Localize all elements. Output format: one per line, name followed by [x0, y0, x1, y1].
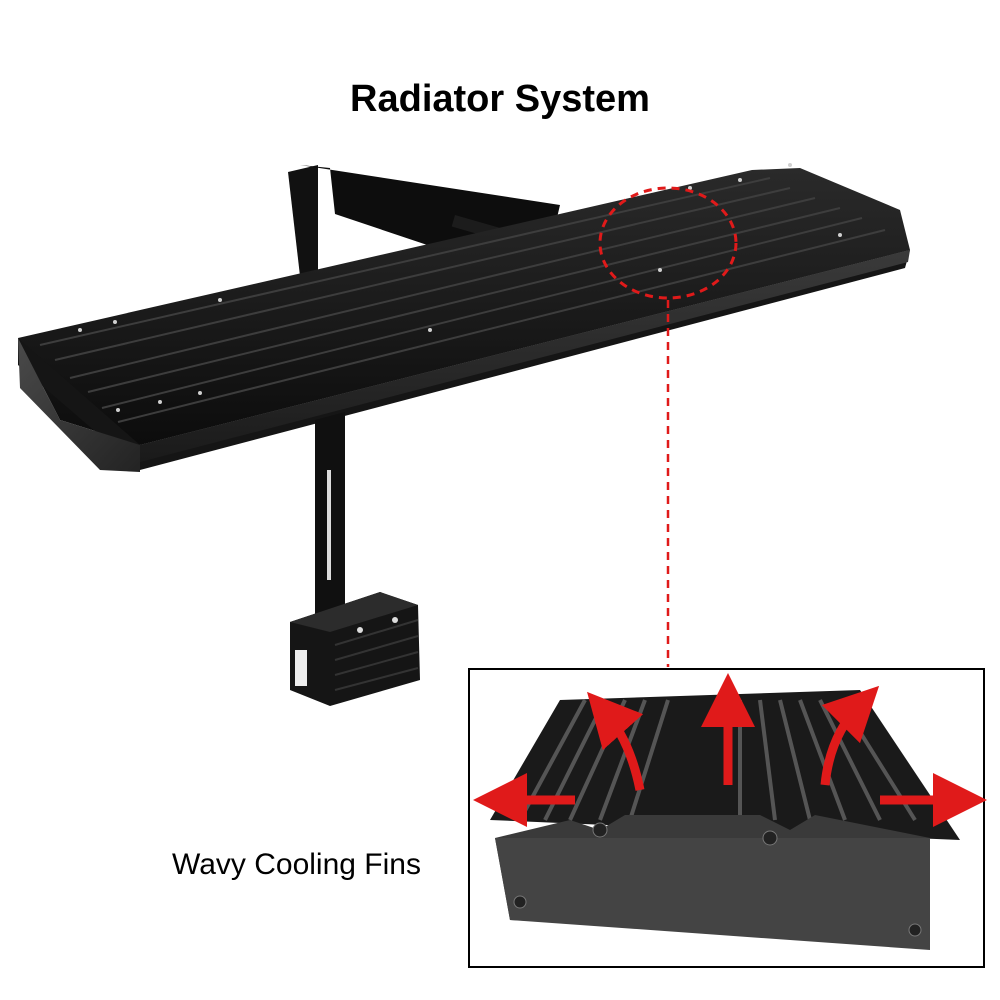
screw-icon: [513, 895, 527, 909]
screw-icon: [908, 923, 922, 937]
tank-clamp: [290, 592, 420, 706]
screw-icon: [592, 822, 608, 838]
page-title: Radiator System: [350, 78, 650, 120]
arrow-up-right-icon: [820, 685, 880, 786]
callout-caption: Wavy Cooling Fins: [172, 848, 421, 881]
screw-icon: [762, 830, 778, 846]
heatsink-body: [18, 163, 910, 472]
arrow-up-left-icon: [587, 691, 645, 791]
highlight-circle: [598, 186, 738, 300]
airflow-arrows: [473, 673, 987, 827]
stand-arm: [315, 412, 345, 618]
fin-detail-inset: [468, 668, 987, 968]
